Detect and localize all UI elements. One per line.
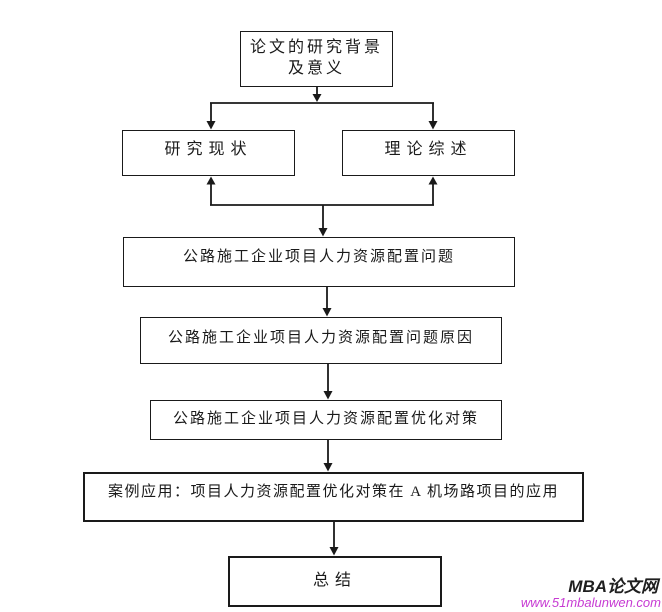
watermark-site-name: MBA论文网 xyxy=(568,576,658,596)
connector-background-to-split xyxy=(210,87,434,104)
connector-case-to-summary xyxy=(329,522,339,556)
flow-node-research-status: 研究现状 xyxy=(122,130,295,176)
flow-node-cause-label: 公路施工企业项目人力资源配置问题原因 xyxy=(167,329,474,346)
connector-joint-bar xyxy=(206,176,438,237)
flow-node-theory-review: 理论综述 xyxy=(342,130,515,176)
connector-strategy-to-case xyxy=(323,440,333,472)
flow-node-theory-review-label: 理论综述 xyxy=(384,140,473,158)
watermark: MBA论文网 www.51mbalunwen.com xyxy=(521,577,661,611)
watermark-site-url: www.51mbalunwen.com xyxy=(520,595,661,611)
flow-node-summary-label: 总结 xyxy=(312,572,357,590)
flow-node-summary: 总结 xyxy=(228,556,442,607)
connector-split-to-theory-review xyxy=(428,103,438,130)
connector-problem-to-cause xyxy=(322,287,332,317)
flow-node-problem-label: 公路施工企业项目人力资源配置问题 xyxy=(182,248,455,265)
flow-node-strategy: 公路施工企业项目人力资源配置优化对策 xyxy=(150,400,502,440)
connector-cause-to-strategy xyxy=(323,364,333,400)
connector-split-to-research-status xyxy=(206,103,216,130)
flow-node-research-status-label: 研究现状 xyxy=(164,140,253,158)
flow-node-case: 案例应用：项目人力资源配置优化对策在 A 机场路项目的应用 xyxy=(83,472,584,522)
flow-node-background: 论文的研究背景 及意义 xyxy=(240,31,393,87)
flow-node-case-label: 案例应用：项目人力资源配置优化对策在 A 机场路项目的应用 xyxy=(107,483,559,500)
flow-node-cause: 公路施工企业项目人力资源配置问题原因 xyxy=(140,317,502,364)
flow-node-background-line2: 及意义 xyxy=(287,60,345,77)
flow-node-background-line1: 论文的研究背景 xyxy=(249,39,383,57)
flow-node-problem: 公路施工企业项目人力资源配置问题 xyxy=(123,237,515,287)
flow-node-strategy-label: 公路施工企业项目人力资源配置优化对策 xyxy=(172,411,479,428)
